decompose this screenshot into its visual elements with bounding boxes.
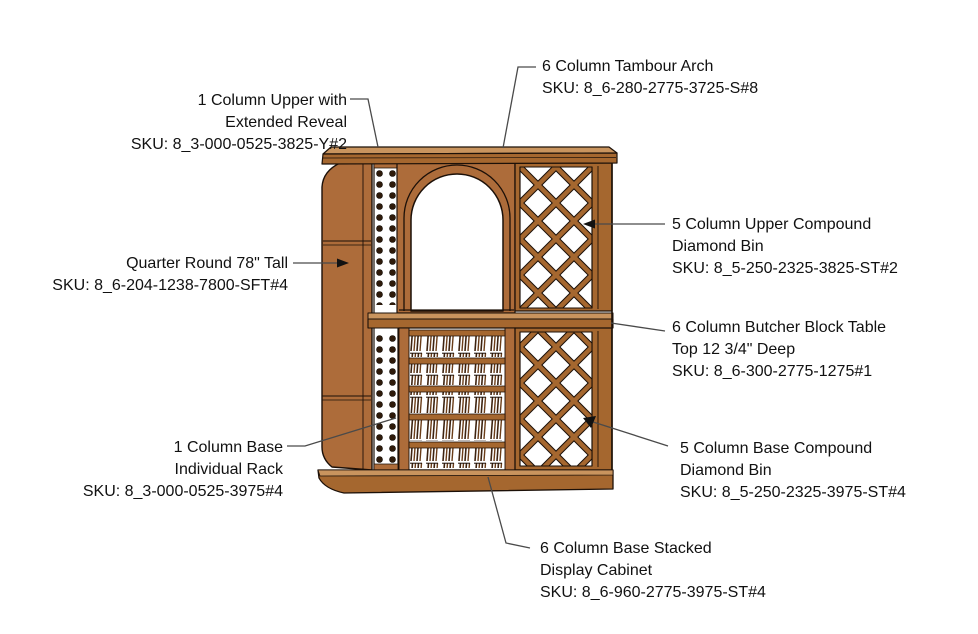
leader-lines	[287, 66, 669, 549]
part-name: Display Cabinet	[540, 562, 653, 579]
crown-molding	[321, 146, 618, 165]
leader-tambour-arch	[502, 66, 536, 149]
arrowhead-upper-diamond	[583, 219, 595, 229]
part-name: 6 Column Butcher Block Table	[672, 319, 887, 336]
tambour-arch-panel	[396, 162, 516, 314]
part-sku: SKU: 8_5-250-2325-3975-ST#4	[680, 484, 906, 501]
arrowhead-lower-diamond	[583, 416, 596, 428]
leader-base-rack	[287, 417, 397, 447]
part-sku: SKU: 8_6-204-1238-7800-SFT#4	[52, 277, 288, 294]
part-name: Top 12 3/4" Deep	[672, 341, 796, 358]
part-name: 6 Column Base Stacked	[540, 540, 712, 557]
part-sku: SKU: 8_3-000-0525-3825-Y#2	[130, 136, 347, 153]
stacked-display-section	[398, 327, 516, 471]
part-name: Individual Rack	[174, 461, 284, 478]
leader-butcher-block	[610, 322, 666, 332]
arrowhead-quarter-round	[337, 258, 349, 268]
callout-butcher-block: 6 Column Butcher Block Table Top 12 3/4"…	[672, 317, 886, 383]
quarter-round-unit	[321, 162, 373, 471]
part-sku: SKU: 8_6-300-2775-1275#1	[672, 363, 873, 380]
callout-upper-reveal: 1 Column Upper with Extended Reveal SKU:…	[90, 90, 347, 156]
part-name: Diamond Bin	[680, 462, 772, 479]
part-sku: SKU: 8_3-000-0525-3975#4	[82, 483, 283, 500]
part-name: Quarter Round 78" Tall	[126, 255, 288, 272]
callout-upper-diamond: 5 Column Upper Compound Diamond Bin SKU:…	[672, 214, 898, 280]
callout-tambour-arch: 6 Column Tambour Arch SKU: 8_6-280-2775-…	[542, 56, 758, 100]
lower-diamond-bin	[514, 327, 613, 471]
callout-base-rack: 1 Column Base Individual Rack SKU: 8_3-0…	[48, 437, 283, 503]
butcher-block-band	[367, 312, 614, 329]
part-sku: SKU: 8_5-250-2325-3825-ST#2	[672, 260, 898, 277]
part-name: 6 Column Tambour Arch	[542, 58, 714, 75]
part-name: 5 Column Upper Compound	[672, 216, 872, 233]
base-molding	[317, 469, 614, 494]
callout-lower-diamond: 5 Column Base Compound Diamond Bin SKU: …	[680, 438, 906, 504]
callout-quarter-round: Quarter Round 78" Tall SKU: 8_6-204-1238…	[28, 253, 288, 297]
part-name: 5 Column Base Compound	[680, 440, 873, 457]
callout-stacked-display: 6 Column Base Stacked Display Cabinet SK…	[540, 538, 766, 604]
part-name: 1 Column Base	[173, 439, 283, 456]
part-name: Diamond Bin	[672, 238, 764, 255]
part-sku: SKU: 8_6-960-2775-3975-ST#4	[540, 584, 766, 601]
part-name: 1 Column Upper with	[197, 92, 347, 109]
part-name: Extended Reveal	[225, 114, 347, 131]
leader-arrowheads	[337, 219, 596, 428]
leader-lower-diamond	[589, 420, 669, 447]
part-sku: SKU: 8_6-280-2775-3725-S#8	[542, 80, 759, 97]
upper-diamond-bin	[514, 162, 613, 312]
leader-upper-reveal	[350, 98, 379, 148]
cabinet	[317, 146, 618, 494]
leader-stacked-display	[487, 476, 531, 549]
